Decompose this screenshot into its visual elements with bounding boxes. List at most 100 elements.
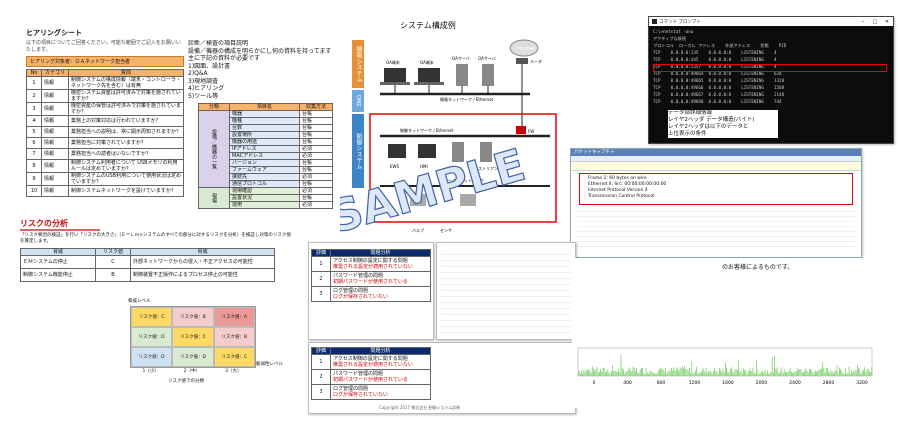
risk-analysis-document: リスクの分析 「リスク要因の検証」を行い「リスクの大きさ」（Ｅ＝Ｌｍ×システムの… (20, 218, 295, 398)
row-question: 制御システムのUSB利用について使用状況は定めていますか？ (68, 172, 184, 186)
note-line: レイヤ2ヘッダは以下のデータと (668, 124, 749, 130)
router-icon (516, 58, 528, 64)
console-line: TCP 0.0.0.0:49666 0.0.0.0:0 LISTENING 15… (653, 85, 785, 90)
item-name: 設置状況 (229, 194, 300, 202)
close-button[interactable]: ✕ (884, 18, 890, 25)
col-no: No (26, 69, 42, 77)
row-question: 機密システム資産は許可済みで対策を施されていますか？ (68, 89, 184, 103)
x-tick-label: 2000 (756, 380, 768, 386)
diagnosis-description: 診断／検査の項目説明設備／機器の構成を明らかにし何の資料を持ってます主に下記の資… (188, 40, 353, 100)
risk-cell: リスク値：B (213, 327, 255, 347)
group-cell-2: 現場 (198, 187, 230, 209)
oa-terminal-1-label: OA端末 (386, 59, 400, 65)
risk-detail: 制御装置不正操作によるプロセス停止の可能性 (130, 268, 275, 282)
risk-axis-x: 脆弱性レベル (256, 362, 283, 367)
console-line: TCP 0.0.0.0:49667 0.0.0.0:0 LISTENING 21… (653, 92, 785, 97)
risk-level: C (95, 255, 131, 269)
oa-server-1-label: OAサーバ (452, 56, 470, 61)
report-text-title: ログ管理の問題 (333, 386, 369, 392)
console-line: TCP 0.0.0.0:135 0.0.0.0:0 LISTENING 4 (653, 50, 777, 55)
item-name: IPアドレス (229, 145, 300, 153)
ctrl-host-server (452, 142, 464, 162)
report-id: 2 (311, 271, 331, 287)
x-tick-label: 3200 (856, 380, 868, 386)
description-line: 設備／機器の構成を明らかにし何の資料を持ってます (188, 47, 332, 55)
col-class: 分類 (198, 103, 230, 111)
oa-terminal-2-label: OA端末 (420, 59, 434, 65)
ctrl-host-hmi-label: HMI (420, 164, 428, 169)
row-question: 業務担当への説明は、常に開示周知されますか？ (68, 126, 184, 138)
risk-x-ticks: 1（小）2（中）3（大） (130, 368, 254, 374)
row-no: 1 (26, 76, 42, 90)
console-line: TCP 0.0.0.0:49665 0.0.0.0:0 LISTENING 13… (653, 78, 785, 83)
x-tick-label: 1200 (689, 380, 701, 386)
report-text: ログ管理の問題ログが保存されていない (330, 384, 431, 400)
report-text-detail: ログが保存されていない (333, 294, 388, 300)
risk-intro: 「リスク要因の検証」を行い「リスクの大きさ」（Ｅ＝Ｌｍ×システムのすべての部分に… (20, 233, 291, 244)
risk-x-tick: 2（中） (183, 369, 201, 374)
row-category: 情報 (41, 148, 69, 160)
item-method: 必須 (299, 152, 333, 160)
report-id: 2 (311, 369, 331, 385)
item-method: 必須 (299, 173, 333, 181)
item-name: 設置場所 (229, 131, 300, 139)
description-line: 4)ヒアリング (188, 85, 225, 92)
system-diagram-document: システム構成例 情報システム DMZ 制御システム Internet ルータ O… (340, 18, 562, 240)
item-method: 必須 (299, 187, 333, 195)
firewall-label: FW (528, 129, 534, 134)
item-name: 機器 (229, 110, 300, 118)
x-tick-label: 2800 (823, 380, 835, 386)
report-id: 1 (311, 354, 331, 370)
info-network-label: 情報ネットワーク / Ethernet (440, 96, 494, 102)
console-line: TCP 0.0.0.0:49668 0.0.0.0:0 LISTENING 74… (653, 99, 782, 104)
ctrl-host-server-label: サーバ (450, 166, 462, 171)
item-name: 台数 (229, 124, 300, 132)
report-text: ログ管理の問題ログが保存されていない (330, 286, 431, 302)
report-text-title: アクセス制御の設定に関する問題 (333, 356, 408, 362)
risk-col-detail: 脅威 (130, 248, 275, 256)
row-category: 情報 (41, 159, 69, 173)
packet-list-pane[interactable] (571, 162, 861, 171)
row-category: 情報 (41, 115, 69, 127)
item-name: 機種 (229, 117, 300, 125)
row-no: 2 (26, 89, 42, 103)
item-name: ファームウェア (229, 166, 300, 174)
x-tick-label: 1600 (722, 380, 734, 386)
risk-cell: リスク値：C (131, 307, 173, 327)
report-text-title: アクセス制御の設定に関する問題 (333, 258, 408, 264)
item-method: 必須 (299, 145, 333, 153)
report-text-detail: 初期パスワードが使用されている (333, 279, 408, 285)
item-name: 機器の用途 (229, 138, 300, 146)
console-line: TCP 0.0.0.0:49664 0.0.0.0:0 LISTENING 62… (653, 71, 782, 76)
row-category: 情報 (41, 185, 69, 197)
plc-icon (410, 194, 426, 206)
control-network-label: 制御ネットワーク / Ethernet (400, 127, 454, 133)
risk-cell: リスク値：C (213, 347, 255, 367)
item-method: 台帳 (299, 131, 333, 139)
header-note: データ部詳細情報レイヤ2ヘッダ データ構造(バイト)レイヤ2ヘッダは以下のデータ… (668, 110, 778, 138)
internet-cloud-icon (509, 39, 539, 57)
row-category: 情報 (41, 102, 69, 116)
ctrl-host-historian-label: ヒストリアン (474, 166, 498, 171)
ctrl-host-historian (480, 142, 492, 162)
report-text-detail: 推奨される設定が適用されていない (333, 362, 413, 368)
col-question: 質問 (68, 69, 184, 77)
minimize-button[interactable]: – (861, 18, 865, 25)
maximize-button[interactable]: □ (872, 18, 878, 25)
row-no: 10 (26, 185, 42, 197)
report-text: パスワード管理の問題初期パスワードが使用されている (330, 369, 431, 385)
report3-col-analysis: 問題分析 (330, 347, 431, 355)
risk-col-threat: 脅威 (20, 248, 96, 256)
